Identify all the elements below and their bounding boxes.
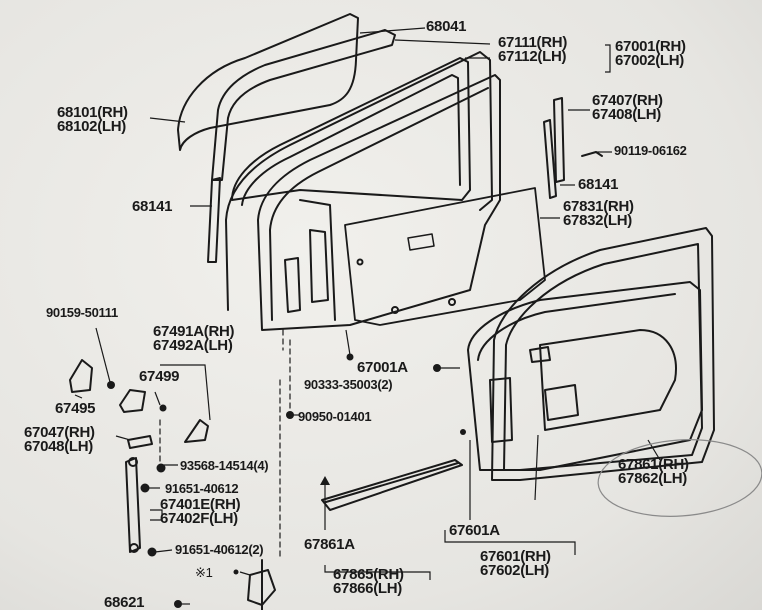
label-68141-left: 68141 bbox=[132, 198, 173, 215]
label-93568: 93568-14514(4) bbox=[180, 458, 269, 473]
door-frame bbox=[231, 57, 471, 201]
note-mark: ※1 bbox=[195, 565, 213, 580]
service-hole-cover bbox=[344, 187, 546, 326]
label-90119: 90119-06162 bbox=[614, 143, 687, 158]
weatherstrip-large bbox=[491, 227, 715, 481]
label-91651-b: 91651-40612(2) bbox=[175, 542, 264, 557]
label-67111-67112: 67111(RH) 67112(LH) bbox=[498, 34, 568, 65]
belt-strip-left bbox=[207, 177, 221, 263]
label-67407-67408: 67407(RH) 67408(LH) bbox=[592, 92, 663, 123]
label-67001A: 67001A bbox=[357, 359, 408, 376]
label-68101-68102: 68101(RH) 68102(LH) bbox=[57, 104, 128, 135]
door-outer-seal bbox=[225, 51, 493, 311]
corner-piece bbox=[184, 419, 209, 443]
label-67865-67866: 67865(RH) 67866(LH) bbox=[333, 566, 404, 597]
window-glass bbox=[177, 13, 359, 151]
label-68141-right: 68141 bbox=[578, 176, 619, 193]
mirror-cover bbox=[119, 389, 146, 413]
label-67601A: 67601A bbox=[449, 522, 500, 539]
label-67491-67492: 67491A(RH) 67492A(LH) bbox=[153, 323, 235, 354]
mirror-base bbox=[69, 359, 93, 393]
belt-moulding bbox=[321, 459, 463, 511]
glass-run bbox=[211, 29, 396, 181]
label-67861A: 67861A bbox=[304, 536, 355, 553]
label-68621: 68621 bbox=[104, 594, 145, 610]
label-67861-67862: 67861(RH) 67862(LH) bbox=[618, 456, 689, 487]
label-67499: 67499 bbox=[139, 368, 180, 385]
label-90159: 90159-50111 bbox=[46, 305, 118, 320]
label-90333: 90333-35003(2) bbox=[304, 377, 393, 392]
label-91651-a: 91651-40612 bbox=[165, 481, 239, 496]
door-lock bbox=[247, 569, 276, 606]
label-67047-67048: 67047(RH) 67048(LH) bbox=[24, 424, 95, 455]
label-90950: 90950-01401 bbox=[298, 409, 372, 424]
label-67001-67002: 67001(RH) 67002(LH) bbox=[615, 38, 686, 69]
label-67401-67402: 67401E(RH) 67402F(LH) bbox=[160, 496, 241, 527]
rear-channel bbox=[553, 97, 565, 183]
window-regulator bbox=[125, 457, 141, 553]
door-trim-panel bbox=[467, 281, 703, 471]
door-shell bbox=[257, 74, 501, 331]
hinge-bracket bbox=[127, 435, 153, 449]
label-67601-67602: 67601(RH) 67602(LH) bbox=[480, 548, 551, 579]
label-68041: 68041 bbox=[426, 18, 467, 35]
label-67495: 67495 bbox=[55, 400, 96, 417]
label-67831-67832: 67831(RH) 67832(LH) bbox=[563, 198, 634, 229]
